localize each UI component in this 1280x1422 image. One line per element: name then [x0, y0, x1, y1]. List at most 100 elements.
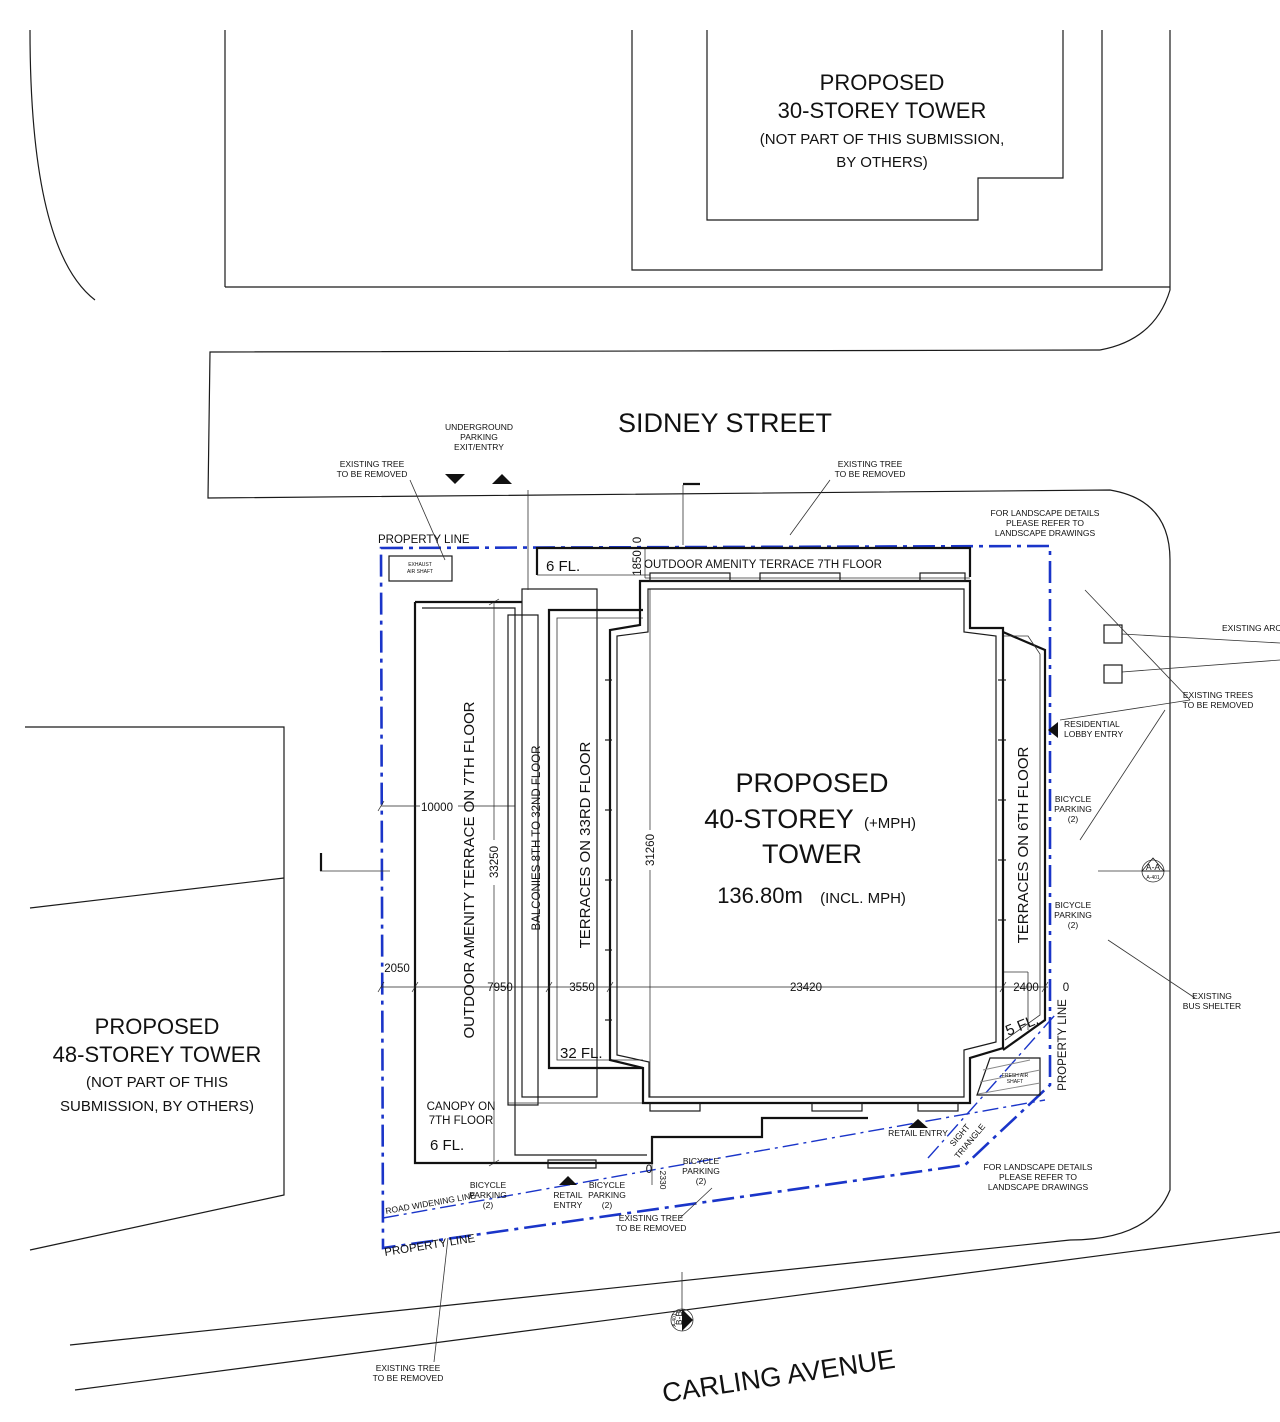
north-tower-label: PROPOSED 30-STOREY TOWER (NOT PART OF TH… — [760, 70, 1004, 171]
svg-text:TOWER: TOWER — [762, 839, 862, 869]
property-lines — [379, 544, 1056, 1250]
svg-text:LANDSCAPE DRAWINGS: LANDSCAPE DRAWINGS — [988, 1182, 1089, 1192]
canopy-strip — [507, 614, 539, 1106]
svg-text:PARKING: PARKING — [469, 1190, 507, 1200]
svg-text:7950: 7950 — [487, 982, 513, 994]
west-tower-label: PROPOSED 48-STOREY TOWER (NOT PART OF TH… — [53, 1014, 262, 1115]
sidney-street-band — [207, 349, 1171, 1241]
fresh-air-label-1: FRESH AIR — [1002, 1073, 1029, 1079]
svg-text:RETAIL: RETAIL — [553, 1190, 582, 1200]
sidney-street-name: SIDNEY STREET — [618, 408, 832, 438]
property-line-south: PROPERTY LINE — [384, 1233, 477, 1259]
exit-arrow-icon — [445, 474, 465, 484]
section-bb-label: B-B — [674, 1311, 684, 1326]
svg-text:40-STOREY: 40-STOREY — [704, 804, 854, 834]
exhaust-label-1: EXHAUST — [408, 562, 432, 568]
exhaust-label-2: AIR SHAFT — [407, 569, 433, 575]
svg-text:SUBMISSION, BY OTHERS): SUBMISSION, BY OTHERS) — [60, 1098, 254, 1115]
dimension-values: 10000 2050 7950 3550 23420 2400 0 33250 … — [384, 537, 1069, 1190]
svg-text:TO BE REMOVED: TO BE REMOVED — [337, 469, 408, 479]
svg-text:ENTRY: ENTRY — [554, 1200, 583, 1210]
lobby-entry-arrow-icon — [1048, 722, 1058, 738]
section-marker-bb: B-B A-401 — [670, 1308, 694, 1332]
svg-text:31260: 31260 — [645, 834, 657, 866]
main-tower-label: PROPOSED 40-STOREY (+MPH) TOWER 136.80m … — [704, 768, 916, 908]
svg-text:10000: 10000 — [421, 802, 453, 814]
svg-text:(NOT PART OF THIS SUBMISSION,: (NOT PART OF THIS SUBMISSION, — [760, 131, 1004, 148]
svg-text:EXISTING TREE: EXISTING TREE — [838, 459, 903, 469]
svg-text:EXISTING TREE: EXISTING TREE — [340, 459, 405, 469]
svg-text:PLEASE REFER TO: PLEASE REFER TO — [999, 1172, 1077, 1182]
svg-text:0: 0 — [632, 537, 644, 543]
svg-text:BUS SHELTER: BUS SHELTER — [1183, 1001, 1241, 1011]
svg-text:EXIT/ENTRY: EXIT/ENTRY — [454, 442, 504, 452]
svg-text:FOR LANDSCAPE DETAILS: FOR LANDSCAPE DETAILS — [991, 508, 1100, 518]
carling-avenue-curbs — [69, 1231, 1280, 1391]
svg-text:23420: 23420 — [790, 982, 822, 994]
svg-text:PARKING: PARKING — [682, 1166, 720, 1176]
west-building-outline — [25, 726, 285, 1251]
svg-text:FOR LANDSCAPE DETAILS: FOR LANDSCAPE DETAILS — [984, 1162, 1093, 1172]
svg-text:30-STOREY TOWER: 30-STOREY TOWER — [778, 98, 987, 123]
entry-arrows — [445, 474, 1058, 1185]
canopy-label-1: CANOPY ON — [427, 1101, 496, 1113]
podium — [413, 546, 1047, 1165]
property-line-north: PROPERTY LINE — [378, 534, 470, 546]
svg-text:EXISTING TREE: EXISTING TREE — [376, 1363, 441, 1373]
svg-text:2330: 2330 — [658, 1171, 668, 1190]
property-line-east: PROPERTY LINE — [1057, 999, 1069, 1091]
svg-text:BICYCLE: BICYCLE — [1055, 900, 1092, 910]
existing-arch-lines — [1103, 624, 1280, 684]
retail-entry-arrow-icon — [559, 1176, 577, 1185]
amenity-terrace-west-label: OUTDOOR AMENITY TERRACE ON 7TH FLOOR — [461, 701, 478, 1038]
canopy-label-2: 7TH FLOOR — [429, 1115, 494, 1127]
section-bb-sheet: A-401 — [672, 1313, 678, 1327]
svg-text:TO BE REMOVED: TO BE REMOVED — [616, 1223, 687, 1233]
svg-text:BICYCLE: BICYCLE — [683, 1156, 720, 1166]
dimension-lines — [377, 548, 1049, 1185]
svg-text:EXISTING ARCH: EXISTING ARCH — [1222, 623, 1280, 633]
exhaust-air-shaft — [388, 555, 453, 582]
leader-lines — [319, 479, 1196, 1363]
terraces-6th-label: TERRACES ON 6TH FLOOR — [1015, 746, 1032, 943]
svg-text:BICYCLE: BICYCLE — [1055, 794, 1092, 804]
balconies-label: BALCONIES 8TH TO 32ND FLOOR — [531, 746, 543, 931]
north-context — [29, 29, 1171, 351]
svg-text:0: 0 — [1063, 982, 1069, 994]
svg-text:PARKING: PARKING — [460, 432, 498, 442]
section-aa-sheet: A-401 — [1146, 875, 1160, 881]
svg-text:RETAIL ENTRY: RETAIL ENTRY — [888, 1128, 948, 1138]
fresh-air-label-2: SHAFT — [1007, 1079, 1023, 1085]
terraces-33rd-label: TERRACES ON 33RD FLOOR — [577, 741, 594, 948]
svg-text:3550: 3550 — [569, 982, 595, 994]
svg-text:PLEASE REFER TO: PLEASE REFER TO — [1006, 518, 1084, 528]
svg-text:(2): (2) — [602, 1200, 613, 1210]
svg-text:LANDSCAPE DRAWINGS: LANDSCAPE DRAWINGS — [995, 528, 1096, 538]
svg-text:EXISTING TREES: EXISTING TREES — [1183, 690, 1254, 700]
svg-text:(+MPH): (+MPH) — [864, 815, 916, 832]
svg-text:(2): (2) — [1068, 814, 1079, 824]
svg-text:(NOT PART OF THIS: (NOT PART OF THIS — [86, 1074, 228, 1091]
entry-arrow-icon — [492, 474, 512, 484]
svg-text:136.80m: 136.80m — [717, 883, 803, 908]
svg-text:BICYCLE: BICYCLE — [470, 1180, 507, 1190]
svg-text:2050: 2050 — [384, 963, 410, 975]
svg-text:PARKING: PARKING — [588, 1190, 626, 1200]
svg-text:LOBBY ENTRY: LOBBY ENTRY — [1064, 729, 1124, 739]
svg-text:PROPOSED: PROPOSED — [820, 70, 945, 95]
svg-text:RESIDENTIAL: RESIDENTIAL — [1064, 719, 1120, 729]
section-aa-label: A-A — [1146, 862, 1161, 872]
floor-6-south: 6 FL. — [430, 1137, 464, 1154]
svg-text:TO BE REMOVED: TO BE REMOVED — [835, 469, 906, 479]
svg-text:EXISTING TREE: EXISTING TREE — [619, 1213, 684, 1223]
svg-text:EXISTING: EXISTING — [1192, 991, 1232, 1001]
svg-text:0: 0 — [646, 1164, 652, 1176]
notes: UNDERGROUND PARKING EXIT/ENTRY EXISTING … — [337, 422, 1280, 1383]
balcony-strip — [521, 588, 598, 1098]
floor-32: 32 FL. — [560, 1045, 603, 1062]
svg-text:BY OTHERS): BY OTHERS) — [836, 154, 927, 171]
svg-text:TO BE REMOVED: TO BE REMOVED — [1183, 700, 1254, 710]
svg-text:TO BE REMOVED: TO BE REMOVED — [373, 1373, 444, 1383]
retail-entry-east-arrow-icon — [908, 1119, 928, 1128]
